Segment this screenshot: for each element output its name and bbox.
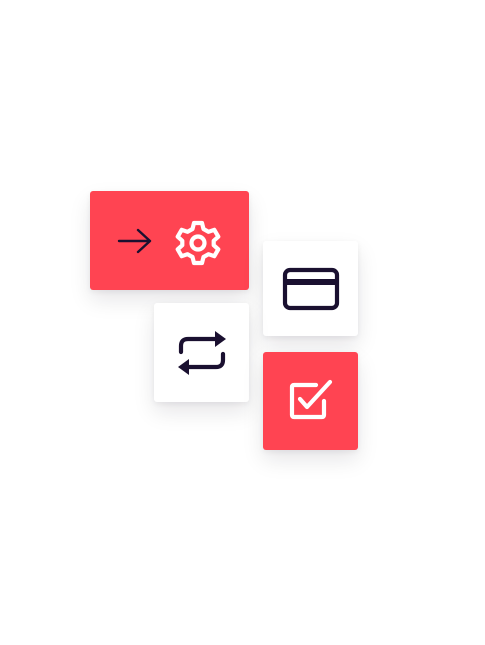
card-tile[interactable] <box>263 241 358 336</box>
settings-tile[interactable] <box>90 191 249 290</box>
arrow-right-icon <box>117 228 152 254</box>
checkbox-checked-icon <box>289 379 332 420</box>
check-tile[interactable] <box>263 352 358 450</box>
gear-icon <box>175 220 221 266</box>
sync-icon <box>177 330 226 375</box>
sync-tile[interactable] <box>154 303 249 402</box>
credit-card-icon <box>282 267 339 310</box>
